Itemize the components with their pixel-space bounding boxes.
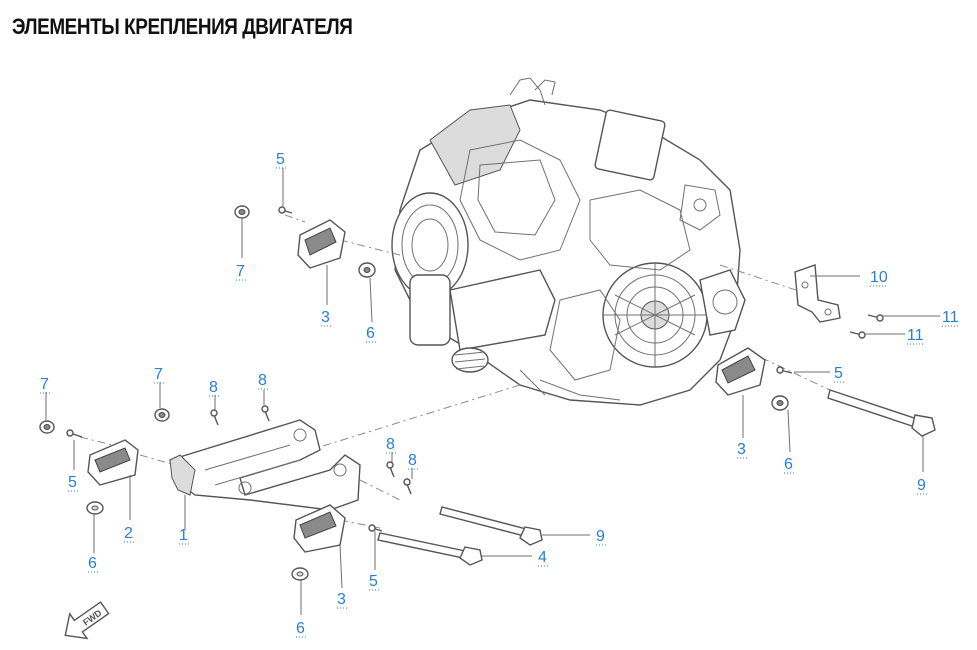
callout-11-lower[interactable]: 11 (907, 327, 924, 344)
callouts: 5 7 3 6 10 11 11 5 3 6 9 7 7 8 8 5 2 1 6… (40, 151, 959, 637)
callout-8-c[interactable]: 8 (386, 436, 395, 453)
callout-9-bottom[interactable]: 9 (596, 528, 605, 545)
callout-7-top[interactable]: 7 (236, 263, 245, 280)
callout-6-bottom[interactable]: 6 (296, 620, 305, 637)
callout-4[interactable]: 4 (538, 549, 547, 566)
mount-pad-3-bottom (293, 504, 346, 553)
callout-7-middle[interactable]: 7 (154, 366, 163, 383)
main-bracket (169, 419, 361, 511)
callout-8-a[interactable]: 8 (209, 379, 218, 396)
callout-5-bottom[interactable]: 5 (369, 573, 378, 590)
fwd-arrow: FWD (64, 601, 110, 640)
leader-lines (45, 168, 940, 615)
callout-2[interactable]: 2 (124, 525, 133, 542)
callout-3-right[interactable]: 3 (737, 441, 746, 458)
engine-assembly (391, 77, 746, 406)
callout-10[interactable]: 10 (870, 269, 888, 286)
callout-7-left[interactable]: 7 (40, 376, 49, 393)
callout-5-left[interactable]: 5 (68, 474, 77, 491)
callout-3-top[interactable]: 3 (321, 309, 330, 326)
small-bolts (66, 206, 884, 532)
callout-6-left[interactable]: 6 (88, 555, 97, 572)
washers (39, 205, 789, 581)
mount-pad-3-top (297, 219, 346, 269)
callout-3-bottom[interactable]: 3 (337, 591, 346, 608)
callout-6-top[interactable]: 6 (366, 325, 375, 342)
callout-11-upper[interactable]: 11 (942, 309, 959, 326)
callout-8-d[interactable]: 8 (408, 452, 417, 469)
long-bolts (377, 389, 936, 566)
callout-1[interactable]: 1 (179, 527, 188, 544)
mount-pad-3-right (715, 347, 766, 396)
callout-5-top[interactable]: 5 (276, 151, 285, 168)
bracket-10 (794, 264, 841, 323)
callout-underlines (40, 167, 960, 638)
alignment-lines (79, 214, 831, 529)
callout-6-right[interactable]: 6 (784, 456, 793, 473)
callout-8-b[interactable]: 8 (258, 372, 267, 389)
mount-pad-2 (87, 439, 139, 486)
callout-5-right[interactable]: 5 (834, 365, 843, 382)
page-title: ЭЛЕМЕНТЫ КРЕПЛЕНИЯ ДВИГАТЕЛЯ (12, 14, 353, 39)
callout-9-right[interactable]: 9 (917, 477, 926, 494)
